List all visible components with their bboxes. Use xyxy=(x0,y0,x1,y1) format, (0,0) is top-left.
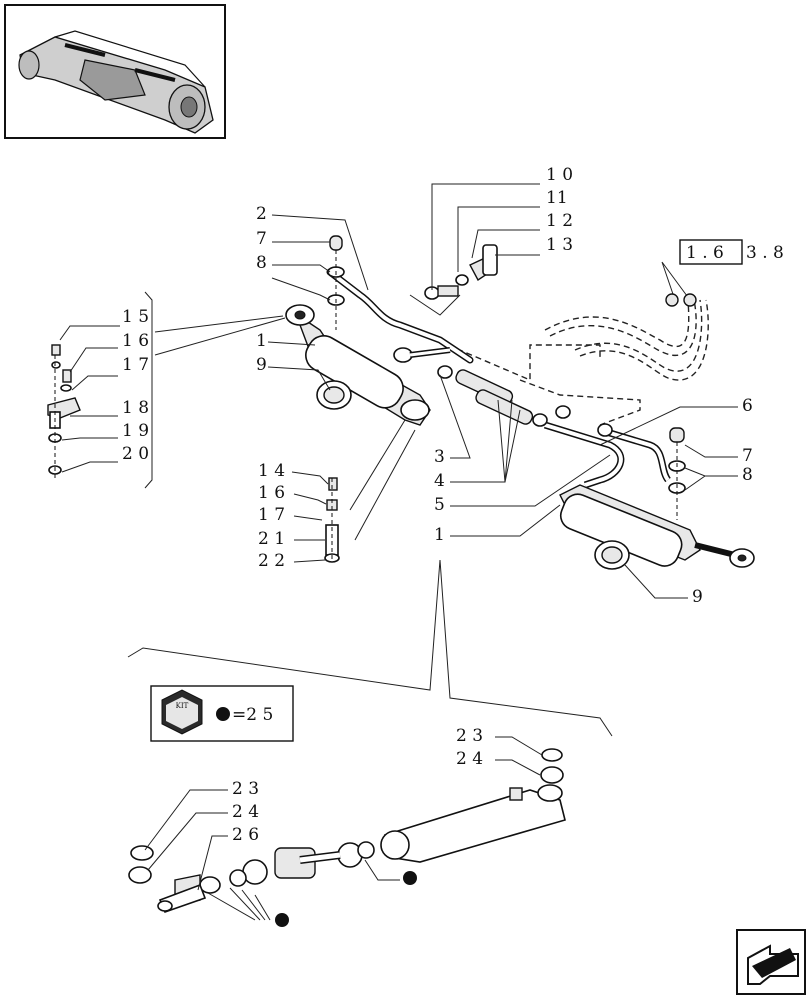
label-13: 1 3 xyxy=(546,235,573,255)
pin-and-washers-right xyxy=(668,427,686,520)
cross-reference-b: 3 . 8 xyxy=(746,243,784,263)
label-16-left: 1 6 xyxy=(122,331,149,351)
label-4: 4 xyxy=(434,471,445,491)
kit-cube-icon: KIT xyxy=(161,689,203,735)
label-24-right: 2 4 xyxy=(456,749,483,769)
label-15: 1 5 xyxy=(122,307,149,327)
small-parts-14-22 xyxy=(324,477,340,563)
label-24-left: 2 4 xyxy=(232,802,259,822)
label-7-right: 7 xyxy=(742,446,753,466)
exploded-cylinder[interactable] xyxy=(128,748,566,914)
label-9-right: 9 xyxy=(692,587,703,607)
kit-equation: =2 5 xyxy=(232,705,273,725)
kit-marker-2 xyxy=(275,913,289,927)
hose-clamp-left xyxy=(316,380,352,410)
label-14: 1 4 xyxy=(258,461,285,481)
label-16-mid: 1 6 xyxy=(258,483,285,503)
cross-reference-a: 1 . 6 xyxy=(686,243,724,263)
cross-reference-box[interactable]: 1 . 6 3 . 8 xyxy=(679,239,784,265)
label-10: 1 0 xyxy=(546,165,573,185)
label-1-lower: 1 xyxy=(434,525,445,545)
connection-line-a xyxy=(447,344,601,382)
kit-marker-1 xyxy=(403,871,417,885)
part-labels: 1 0 11 1 2 1 3 2 7 8 1 9 1 5 1 6 1 7 1 8… xyxy=(122,165,753,845)
label-5: 5 xyxy=(434,495,445,515)
kit-logo-text: KIT xyxy=(176,702,189,710)
hose-fittings-3 xyxy=(393,347,534,425)
hose-clamp-right xyxy=(594,540,630,570)
fitting-group-10-13 xyxy=(424,244,498,300)
label-22: 2 2 xyxy=(258,551,285,571)
kit-legend: KIT =2 5 xyxy=(150,685,294,742)
label-9-upper: 9 xyxy=(256,355,267,375)
steering-cylinder-left[interactable] xyxy=(285,304,431,426)
small-parts-15-20 xyxy=(47,344,81,480)
label-17-mid: 1 7 xyxy=(258,505,285,525)
leader-lines xyxy=(59,183,738,891)
label-8-right: 8 xyxy=(742,465,753,485)
label-12: 1 2 xyxy=(546,211,573,231)
label-11: 11 xyxy=(546,188,568,208)
steering-cylinder-right[interactable] xyxy=(557,484,755,570)
axle-thumbnail-icon[interactable] xyxy=(4,4,226,139)
label-17-left: 1 7 xyxy=(122,355,149,375)
label-2: 2 xyxy=(256,204,267,224)
label-1-upper: 1 xyxy=(256,331,267,351)
label-23-left: 2 3 xyxy=(232,779,259,799)
label-21: 2 1 xyxy=(258,529,285,549)
label-18: 1 8 xyxy=(122,398,149,418)
hydraulic-hoses xyxy=(544,261,709,381)
label-8-upper: 8 xyxy=(256,253,267,273)
label-23-right: 2 3 xyxy=(456,726,483,746)
label-26: 2 6 xyxy=(232,825,259,845)
kit-bullet-icon xyxy=(216,707,230,721)
label-3: 3 xyxy=(434,447,445,467)
label-7-upper: 7 xyxy=(256,229,267,249)
pin-and-washers-upper xyxy=(327,235,345,330)
label-20: 2 0 xyxy=(122,444,149,464)
explosion-bracket xyxy=(127,559,613,737)
label-6: 6 xyxy=(742,396,753,416)
label-19: 1 9 xyxy=(122,421,149,441)
connection-line-b xyxy=(519,379,641,426)
next-page-arrow-icon[interactable] xyxy=(736,929,806,995)
